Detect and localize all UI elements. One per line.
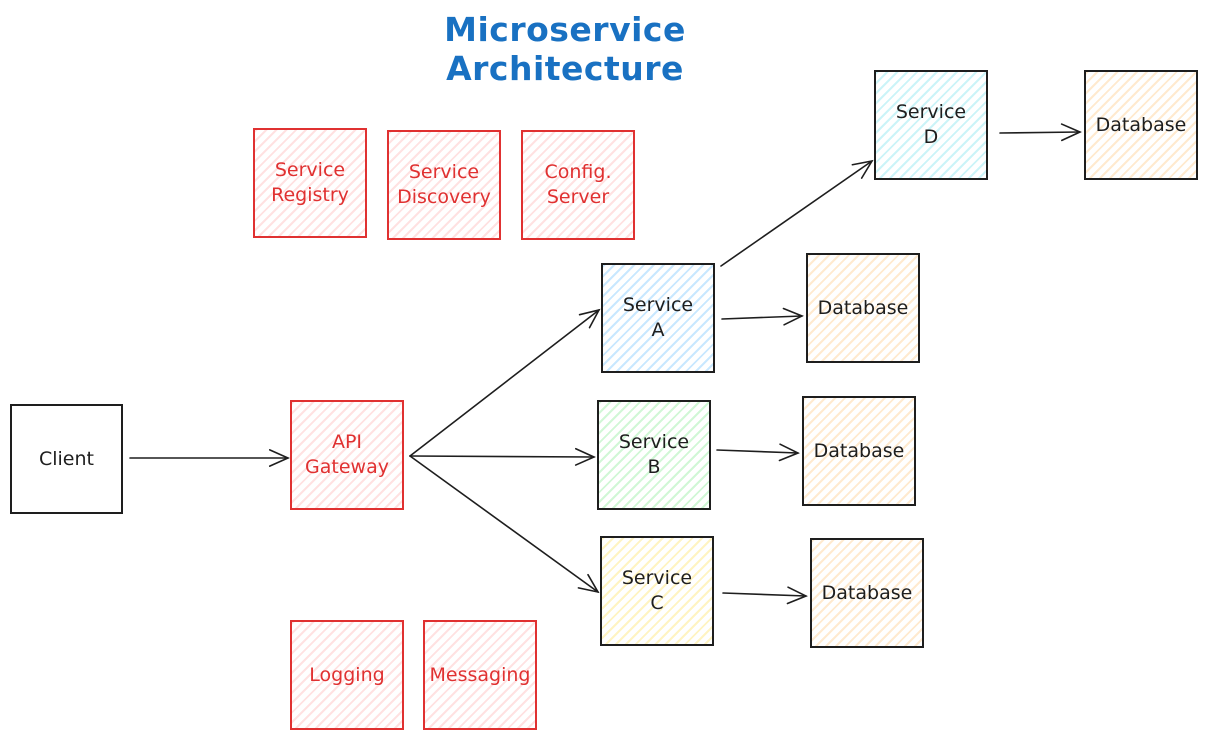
- service-c-label: Service C: [621, 567, 693, 614]
- database-d-node[interactable]: Database: [1084, 70, 1198, 180]
- arrowhead-icon: [578, 308, 601, 329]
- service-discovery-node[interactable]: Service Discovery: [387, 130, 501, 240]
- service-b-label: Service B: [618, 431, 690, 478]
- client-label: Client: [38, 447, 94, 470]
- arrowhead-icon: [778, 443, 800, 462]
- service-registry-node[interactable]: Service Registry: [253, 128, 367, 238]
- service-b-node[interactable]: Service B: [597, 400, 711, 510]
- service-d-node[interactable]: Service D: [874, 70, 988, 180]
- api-gateway-label: API Gateway: [305, 431, 389, 478]
- arrowhead-icon: [786, 586, 808, 605]
- arrowhead-icon: [782, 307, 804, 326]
- arrow-api-gateway-to-service-b: [409, 447, 596, 466]
- messaging-node[interactable]: Messaging: [423, 620, 537, 730]
- service-c-node[interactable]: Service C: [600, 536, 714, 646]
- arrow-service-b-to-db-b: [716, 443, 800, 462]
- api-gateway-node[interactable]: API Gateway: [290, 400, 404, 510]
- service-a-label: Service A: [622, 294, 694, 341]
- config-server-label: Config. Server: [544, 161, 612, 208]
- messaging-label: Messaging: [429, 663, 531, 686]
- arrow-client-to-api-gateway: [129, 449, 290, 467]
- arrow-service-a-to-service-d: [720, 159, 874, 267]
- database-b-label: Database: [813, 439, 905, 462]
- logging-label: Logging: [309, 663, 385, 686]
- database-a-label: Database: [817, 296, 909, 319]
- database-b-node[interactable]: Database: [802, 396, 916, 506]
- arrow-api-gateway-to-service-c: [409, 455, 600, 594]
- service-d-label: Service D: [895, 101, 967, 148]
- arrow-service-c-to-db-c: [722, 586, 808, 605]
- service-registry-label: Service Registry: [271, 159, 349, 206]
- arrow-service-d-to-db-d: [999, 123, 1082, 142]
- client-node[interactable]: Client: [10, 404, 123, 514]
- service-discovery-label: Service Discovery: [397, 161, 491, 208]
- database-c-label: Database: [821, 581, 913, 604]
- arrowhead-icon: [577, 573, 600, 594]
- database-d-label: Database: [1095, 113, 1187, 136]
- service-a-node[interactable]: Service A: [601, 263, 715, 373]
- diagram-title: Microservice Architecture: [444, 10, 686, 88]
- arrow-service-a-to-db-a: [721, 307, 804, 326]
- arrowhead-icon: [1060, 123, 1082, 142]
- database-c-node[interactable]: Database: [810, 538, 924, 648]
- logging-node[interactable]: Logging: [290, 620, 404, 730]
- arrowhead-icon: [268, 449, 290, 467]
- arrow-api-gateway-to-service-a: [409, 308, 601, 457]
- arrowhead-icon: [574, 447, 596, 466]
- config-server-node[interactable]: Config. Server: [521, 130, 635, 240]
- database-a-node[interactable]: Database: [806, 253, 920, 363]
- arrowhead-icon: [851, 159, 874, 179]
